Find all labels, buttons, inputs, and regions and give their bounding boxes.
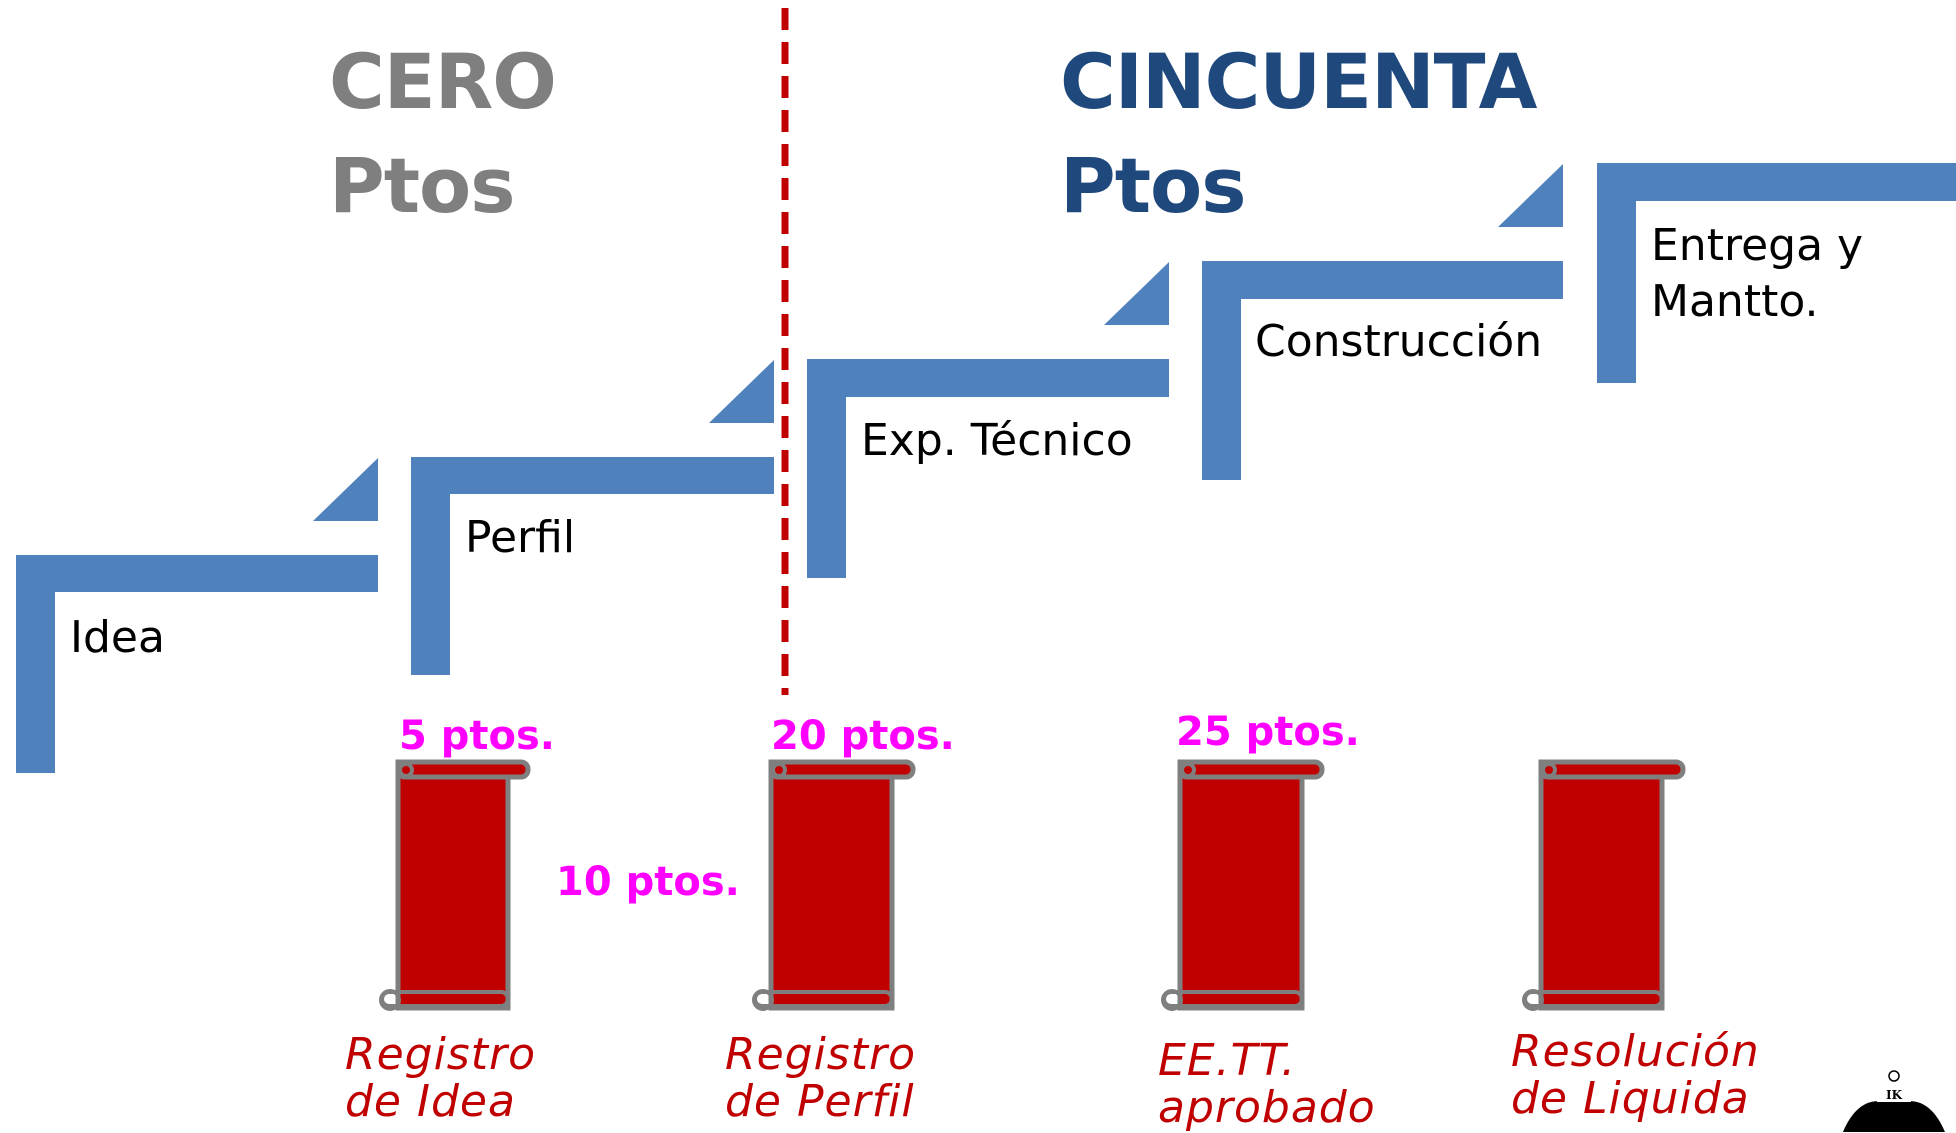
doc-label-eett-aprobado: EE.TT. aprobado — [1158, 1037, 1376, 1131]
doc-label-registro-idea-line1: Registro — [345, 1029, 536, 1080]
step-construccion-bracket — [1202, 261, 1563, 480]
step-entrega-bracket — [1597, 163, 1956, 383]
scroll-registro-perfil — [752, 759, 916, 1011]
doc-label-resolucion-line2: de Liquida — [1511, 1073, 1750, 1124]
step-construccion-arrow-icon — [1498, 164, 1563, 227]
stage-label-entrega: Entrega y Mantto. — [1651, 218, 1863, 330]
step-exp-tecnico-bracket — [807, 359, 1169, 578]
scroll-resolucion — [1522, 759, 1686, 1011]
doc-label-registro-idea-line2: de Idea — [345, 1076, 516, 1127]
step-idea-arrow-icon — [313, 458, 378, 521]
stage-label-entrega-line1: Entrega y — [1651, 220, 1864, 271]
doc-label-resolucion: Resolución de Liquida — [1511, 1028, 1760, 1122]
points-10: 10 ptos. — [556, 859, 740, 905]
step-entrega — [1597, 163, 1956, 383]
cero-heading: CERO Ptos — [329, 30, 557, 238]
stage-label-perfil: Perfil — [465, 512, 576, 563]
doc-label-resolucion-line1: Resolución — [1511, 1026, 1760, 1077]
cincuenta-heading-line2: Ptos — [1060, 141, 1246, 230]
step-perfil — [411, 360, 774, 675]
doc-label-eett-aprobado-line1: EE.TT. — [1158, 1035, 1297, 1086]
doc-label-registro-idea: Registro de Idea — [345, 1031, 536, 1125]
eagle-logo-icon: IK — [1833, 1068, 1951, 1132]
stage-label-exp-tecnico: Exp. Técnico — [861, 415, 1133, 466]
scroll-registro-idea — [379, 759, 531, 1011]
svg-text:IK: IK — [1886, 1088, 1903, 1102]
cincuenta-heading: CINCUENTA Ptos — [1060, 30, 1537, 238]
step-perfil-arrow-icon — [709, 360, 774, 423]
stage-label-idea: Idea — [70, 612, 165, 663]
cero-heading-line2: Ptos — [329, 141, 515, 230]
step-exp-tecnico — [807, 262, 1169, 578]
scroll-eett-aprobado — [1161, 759, 1325, 1011]
doc-label-registro-perfil-line2: de Perfil — [725, 1076, 915, 1127]
points-5: 5 ptos. — [399, 713, 555, 759]
points-20: 20 ptos. — [771, 713, 955, 759]
doc-label-registro-perfil: Registro de Perfil — [725, 1031, 916, 1125]
points-25: 25 ptos. — [1176, 709, 1360, 755]
step-exp-tecnico-arrow-icon — [1104, 262, 1169, 325]
cincuenta-heading-line1: CINCUENTA — [1060, 37, 1537, 126]
doc-label-eett-aprobado-line2: aprobado — [1158, 1082, 1376, 1133]
stage-label-construccion: Construcción — [1255, 316, 1543, 367]
step-perfil-bracket — [411, 457, 774, 675]
doc-label-registro-perfil-line1: Registro — [725, 1029, 916, 1080]
step-idea — [16, 458, 378, 773]
step-idea-bracket — [16, 555, 378, 773]
stage-label-entrega-line2: Mantto. — [1651, 276, 1819, 327]
step-construccion — [1202, 164, 1563, 480]
cero-heading-line1: CERO — [329, 37, 557, 126]
